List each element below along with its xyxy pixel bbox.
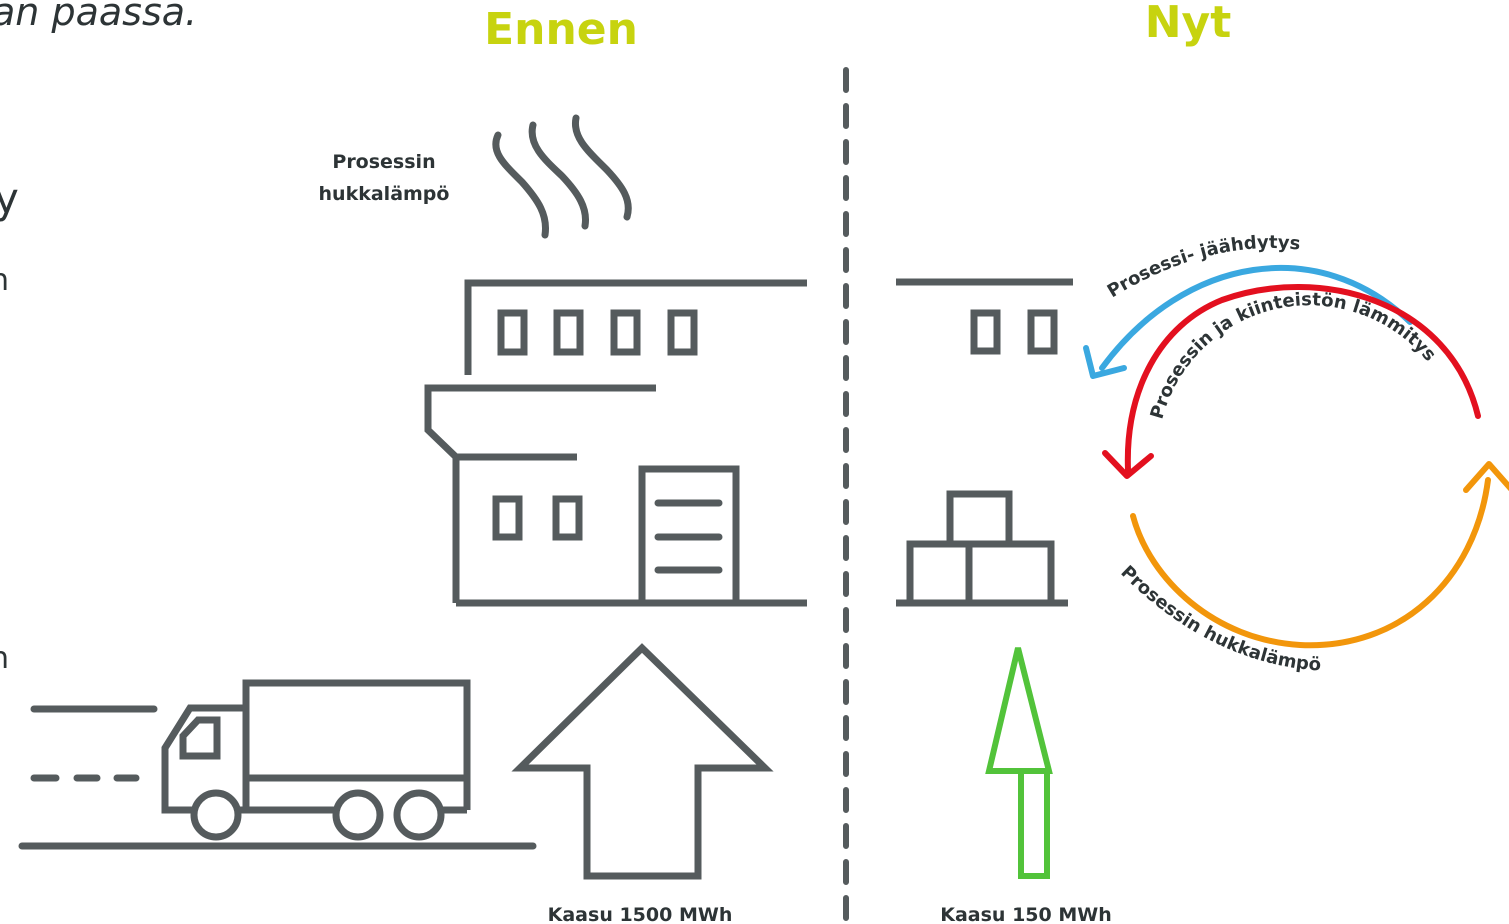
boxes-icon [896, 490, 1068, 607]
waste-heat-label-before-1: Prosessin [332, 151, 435, 173]
truck-icon [18, 679, 537, 850]
gas-arrow-now-icon [985, 647, 1053, 879]
heating-arrow [1124, 284, 1481, 473]
left-fragment-2: n [0, 263, 9, 298]
gas-arrow-before-icon [511, 643, 774, 880]
gas-label-now: Kaasu 150 MWh [940, 904, 1111, 924]
left-fragment-1: y [0, 174, 19, 223]
factory-now-icon [896, 278, 1073, 355]
heading-now: Nyt [1145, 0, 1232, 48]
cycle-arrows-icon [1083, 265, 1509, 649]
cooling-arrow [1099, 265, 1413, 371]
waste-heat-arrowhead [1463, 461, 1509, 493]
left-fragment-3: n [0, 641, 9, 676]
waste-heat-label-before-2: hukkalämpö [319, 183, 450, 205]
cooling-arrowhead [1083, 345, 1127, 379]
factory-icon [424, 279, 807, 607]
intro-fragment: an päässä. [0, 0, 197, 34]
heading-before: Ennen [484, 4, 638, 55]
heat-waves-icon [492, 114, 632, 239]
waste-heat-arrow [1130, 477, 1491, 649]
gas-label-before: Kaasu 1500 MWh [548, 904, 733, 924]
heating-arrowhead [1102, 450, 1154, 479]
